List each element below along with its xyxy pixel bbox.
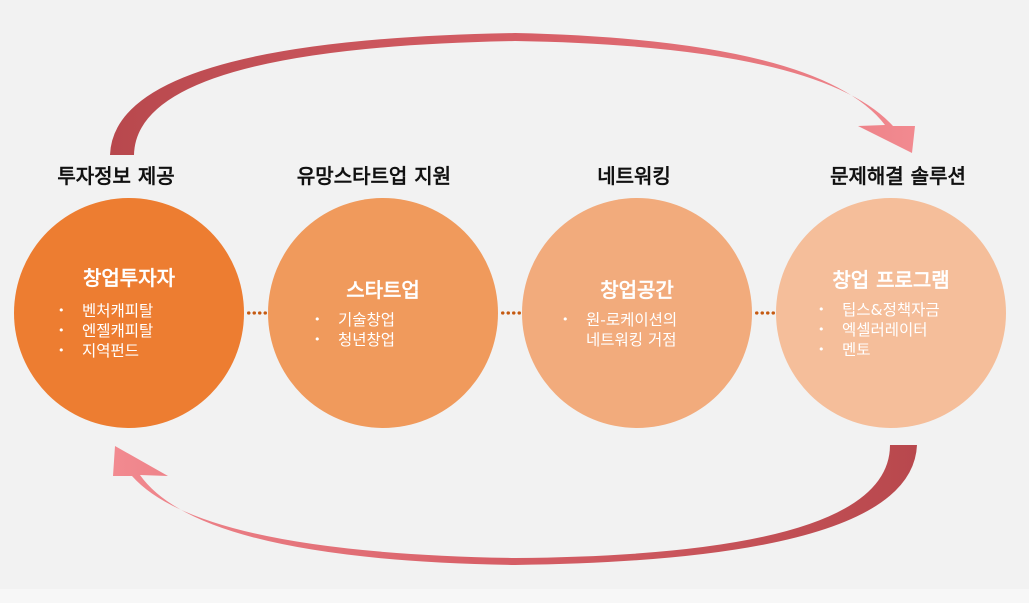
bottom-arc-arrow <box>113 445 917 565</box>
list-item: 벤처캐피탈 <box>54 301 153 321</box>
dotted-connector <box>500 310 522 316</box>
bullet-list: 원-로케이션의 네트워킹 거점 <box>558 310 677 350</box>
circle-title: 스타트업 <box>346 278 420 302</box>
stage-header-networking: 네트워킹 <box>597 164 671 188</box>
list-item: 팁스&정책자금 <box>814 300 940 320</box>
list-item: 엑셀러레이터 <box>814 320 940 340</box>
stage-header-investment-info: 투자정보 제공 <box>57 164 175 188</box>
list-item: 엔젤캐피탈 <box>54 321 153 341</box>
bottom-band <box>0 589 1029 603</box>
stage-circle-programs: 창업 프로그램 팁스&정책자금 엑셀러레이터 멘토 <box>776 198 1006 428</box>
bullet-list: 기술창업 청년창업 <box>310 310 395 350</box>
list-item: 멘토 <box>814 340 940 360</box>
list-item: 네트워킹 거점 <box>586 331 677 349</box>
stage-circle-startup: 스타트업 기술창업 청년창업 <box>268 198 498 428</box>
list-item: 원-로케이션의 <box>558 310 677 330</box>
circle-title: 창업 프로그램 <box>832 268 950 292</box>
dotted-connector <box>246 310 268 316</box>
list-item: 기술창업 <box>310 310 395 330</box>
stage-circle-investors: 창업투자자 벤처캐피탈 엔젤캐피탈 지역펀드 <box>14 198 244 428</box>
bullet-list: 벤처캐피탈 엔젤캐피탈 지역펀드 <box>54 301 153 361</box>
dotted-connector <box>754 310 776 316</box>
stage-header-problem-solving: 문제해결 솔루션 <box>830 164 966 188</box>
circle-title: 창업공간 <box>600 278 674 302</box>
list-item: 청년창업 <box>310 330 395 350</box>
bullet-list: 팁스&정책자금 엑셀러레이터 멘토 <box>814 300 940 360</box>
stage-header-startup-support: 유망스타트업 지원 <box>296 164 452 188</box>
circle-title: 창업투자자 <box>83 266 175 290</box>
stage-circle-workspace: 창업공간 원-로케이션의 네트워킹 거점 <box>522 198 752 428</box>
list-item: 지역펀드 <box>54 341 153 361</box>
top-arc-arrow <box>110 33 915 155</box>
